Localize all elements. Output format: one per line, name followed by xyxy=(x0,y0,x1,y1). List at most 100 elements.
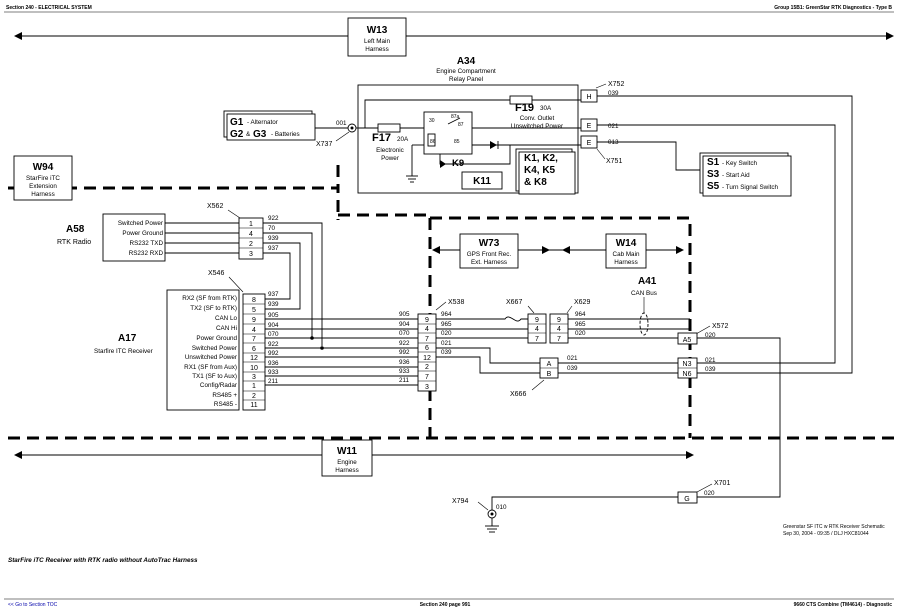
svg-text:X737: X737 xyxy=(316,141,332,148)
switch-group: S1 - Key Switch S3 - Start Aid S5 - Turn… xyxy=(699,152,792,197)
svg-text:001: 001 xyxy=(336,120,347,127)
svg-text:922: 922 xyxy=(268,341,279,348)
svg-text:070: 070 xyxy=(268,331,279,338)
svg-text:K9: K9 xyxy=(452,158,464,169)
svg-text:964: 964 xyxy=(575,311,586,318)
wire-021-run xyxy=(597,124,836,364)
svg-text:CAN Bus: CAN Bus xyxy=(631,290,657,297)
svg-text:039: 039 xyxy=(567,365,578,372)
svg-text:Ext. Harness: Ext. Harness xyxy=(471,259,507,266)
svg-text:Unswitched Power: Unswitched Power xyxy=(511,123,563,130)
svg-text:Power: Power xyxy=(381,155,399,162)
svg-text:CAN Lo: CAN Lo xyxy=(215,315,238,322)
svg-text:X752: X752 xyxy=(608,81,624,88)
svg-text:904: 904 xyxy=(268,322,279,329)
svg-text:G1: G1 xyxy=(230,117,244,128)
svg-text:G3: G3 xyxy=(253,129,267,140)
svg-text:Harness: Harness xyxy=(614,259,637,266)
svg-text:S1: S1 xyxy=(707,157,720,168)
svg-text:020: 020 xyxy=(575,330,586,337)
svg-text:X794: X794 xyxy=(452,498,468,505)
f17-fuse xyxy=(377,123,401,133)
svg-text:905: 905 xyxy=(268,312,279,319)
svg-text:904: 904 xyxy=(399,321,410,328)
svg-text:W14: W14 xyxy=(616,238,637,249)
svg-text:Switched Power: Switched Power xyxy=(192,345,237,352)
svg-text:N6: N6 xyxy=(683,371,692,378)
svg-text:Harness: Harness xyxy=(365,46,388,53)
figure-caption: StarFire iTC Receiver with RTK radio wit… xyxy=(8,557,198,564)
svg-text:X538: X538 xyxy=(448,299,464,306)
svg-text:2: 2 xyxy=(252,393,256,400)
svg-text:1: 1 xyxy=(252,383,256,390)
x538-connector: X538 9 4 7 6 12 2 7 3 905 904 070 922 99… xyxy=(399,299,464,392)
footer-toc-link[interactable]: << Go to Section TOC xyxy=(8,602,58,608)
svg-text:85: 85 xyxy=(454,139,460,145)
svg-text:Engine: Engine xyxy=(337,459,357,466)
svg-text:RTK Radio: RTK Radio xyxy=(57,239,91,246)
k11-relay xyxy=(461,171,503,190)
svg-text:- Turn Signal Switch: - Turn Signal Switch xyxy=(722,184,778,191)
svg-text:9: 9 xyxy=(535,317,539,324)
svg-text:7: 7 xyxy=(425,374,429,381)
svg-text:6: 6 xyxy=(425,345,429,352)
svg-text:3: 3 xyxy=(249,251,253,258)
svg-text:020: 020 xyxy=(441,330,452,337)
svg-text:Config/Radar: Config/Radar xyxy=(200,382,237,389)
svg-text:30: 30 xyxy=(429,118,435,124)
svg-text:Extension: Extension xyxy=(29,183,57,190)
svg-text:Electronic: Electronic xyxy=(376,147,404,154)
svg-text:4: 4 xyxy=(252,327,256,334)
svg-text:4: 4 xyxy=(535,326,539,333)
svg-text:211: 211 xyxy=(268,378,279,385)
a17-starfire-receiver: A17 Starfire ITC Receiver RX2 (SF from R… xyxy=(94,270,279,411)
svg-text:7: 7 xyxy=(252,336,256,343)
svg-text:Cab Main: Cab Main xyxy=(613,251,640,258)
svg-text:9: 9 xyxy=(557,317,561,324)
w73-w14-harness: W73 GPS Front Rec. Ext. Harness W14 Cab … xyxy=(432,233,684,269)
svg-text:87: 87 xyxy=(458,122,464,128)
svg-text:E: E xyxy=(587,140,592,147)
svg-text:RS485 -: RS485 - xyxy=(214,401,237,408)
svg-text:039: 039 xyxy=(705,366,716,373)
svg-text:N3: N3 xyxy=(683,361,692,368)
w13-harness: W13 Left Main Harness xyxy=(14,17,894,57)
svg-text:937: 937 xyxy=(268,291,279,298)
svg-text:X666: X666 xyxy=(510,391,526,398)
svg-text:&: & xyxy=(246,131,251,138)
header-right: Group 15B1: GreenStar RTK Diagnostics - … xyxy=(774,5,892,11)
svg-text:X572: X572 xyxy=(712,323,728,330)
svg-text:RS232 RXD: RS232 RXD xyxy=(129,250,164,257)
x538-right-wires xyxy=(436,316,540,374)
a41-can-bus: A41 CAN Bus xyxy=(631,276,657,336)
alternator-battery-box: G1 - Alternator G2 & G3 - Batteries xyxy=(223,110,316,141)
svg-text:939: 939 xyxy=(268,301,279,308)
footer-center: Section 240 page 991 xyxy=(420,602,471,608)
svg-text:021: 021 xyxy=(441,340,452,347)
svg-text:021: 021 xyxy=(608,123,619,130)
svg-text:9: 9 xyxy=(252,317,256,324)
svg-text:G: G xyxy=(684,496,689,503)
svg-text:X546: X546 xyxy=(208,270,224,277)
svg-text:933: 933 xyxy=(268,369,279,376)
svg-text:X629: X629 xyxy=(574,299,590,306)
svg-text:RX1 (SF from Aux): RX1 (SF from Aux) xyxy=(184,364,237,371)
svg-text:4: 4 xyxy=(249,231,253,238)
svg-text:992: 992 xyxy=(268,350,279,357)
svg-text:TX2 (SF to RTK): TX2 (SF to RTK) xyxy=(190,305,237,312)
footer-right: 9660 CTS Combine (TM4614) - Diagnostic xyxy=(794,602,893,608)
svg-text:8: 8 xyxy=(252,297,256,304)
x701-connector: X701 G 020 xyxy=(491,480,730,510)
svg-text:K11: K11 xyxy=(473,176,491,187)
svg-text:& K8: & K8 xyxy=(524,177,547,188)
svg-text:12: 12 xyxy=(423,355,431,362)
svg-text:A17: A17 xyxy=(118,333,137,344)
w94-harness-label: W94 StarFire iTC Extension Harness xyxy=(13,155,73,201)
svg-text:Power Ground: Power Ground xyxy=(122,230,163,237)
x667-x629-connector: X667 X629 9 4 7 9 4 7 964 965 020 xyxy=(506,299,690,344)
svg-text:B: B xyxy=(547,371,552,378)
svg-text:RX2 (SF from RTK): RX2 (SF from RTK) xyxy=(182,295,237,302)
svg-text:933: 933 xyxy=(399,368,410,375)
svg-text:20A: 20A xyxy=(397,136,409,143)
